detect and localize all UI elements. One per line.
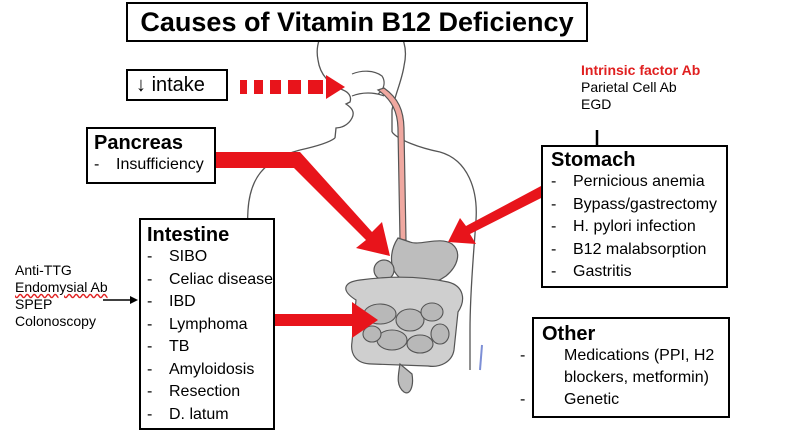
list-item: -H. pylori infection [551, 218, 696, 235]
test-item: EGD [581, 96, 612, 112]
stomach-arrow [448, 186, 549, 244]
list-item: -TB [147, 338, 190, 355]
test-item: Anti-TTG [15, 262, 72, 278]
list-item: -D. latum [147, 405, 229, 423]
pancreas-box: Pancreas -Insufficiency [86, 127, 216, 184]
intake-arrow [240, 75, 345, 99]
test-item: Parietal Cell Ab [581, 79, 677, 95]
list-item: -Pernicious anemia [551, 173, 705, 190]
tests-arrow [103, 296, 138, 304]
list-item: -Genetic [520, 391, 620, 408]
list-item: -SIBO [147, 248, 208, 265]
torso-right [439, 151, 477, 370]
other-title: Other [542, 323, 596, 345]
diagram-title: Causes of Vitamin B12 Deficiency [126, 2, 588, 42]
list-item: -Lymphoma [147, 315, 248, 333]
intake-label: intake [151, 74, 205, 96]
intestine-tests: Anti-TTG Endomysial Ab SPEP Colonoscopy [15, 262, 108, 330]
down-arrow-icon: ↓ [136, 74, 146, 96]
rectum [397, 362, 414, 394]
stomach-tests: Intrinsic factor Ab Parietal Cell Ab EGD [581, 62, 700, 113]
list-item: -IBD [147, 293, 196, 310]
other-box: Other -Medications (PPI, H2 blockers, me… [520, 317, 730, 418]
list-item: -Medications (PPI, H2 blockers, metformi… [520, 347, 715, 386]
list-item: -Amyloidosis [147, 360, 255, 378]
stomach-title: Stomach [551, 149, 636, 171]
test-item: Colonoscopy [15, 313, 96, 329]
stomach-box: Stomach -Pernicious anemia -Bypass/gastr… [541, 145, 728, 288]
intestine-arrow [275, 302, 378, 338]
pancreas-arrow [216, 152, 390, 256]
intestine-box: Intestine -SIBO -Celiac disease -IBD -Ly… [139, 218, 275, 430]
intestine-title: Intestine [147, 224, 230, 246]
list-item: -Resection [147, 383, 241, 400]
esophagus [376, 87, 407, 241]
list-item: -Celiac disease [147, 270, 274, 288]
small-intestine [362, 302, 450, 354]
intake-box: ↓ intake [126, 69, 228, 101]
face-profile [317, 59, 354, 139]
list-item: -B12 malabsorption [551, 240, 707, 258]
list-item: -Gastritis [551, 263, 632, 280]
neck-outline [299, 137, 336, 151]
test-item: SPEP [15, 296, 53, 312]
pancreas-title: Pancreas [94, 132, 183, 154]
list-item: -Insufficiency [94, 156, 204, 173]
list-item: -Bypass/gastrectomy [551, 195, 718, 213]
test-item: Endomysial Ab [15, 279, 108, 295]
test-item-highlighted: Intrinsic factor Ab [581, 62, 701, 78]
